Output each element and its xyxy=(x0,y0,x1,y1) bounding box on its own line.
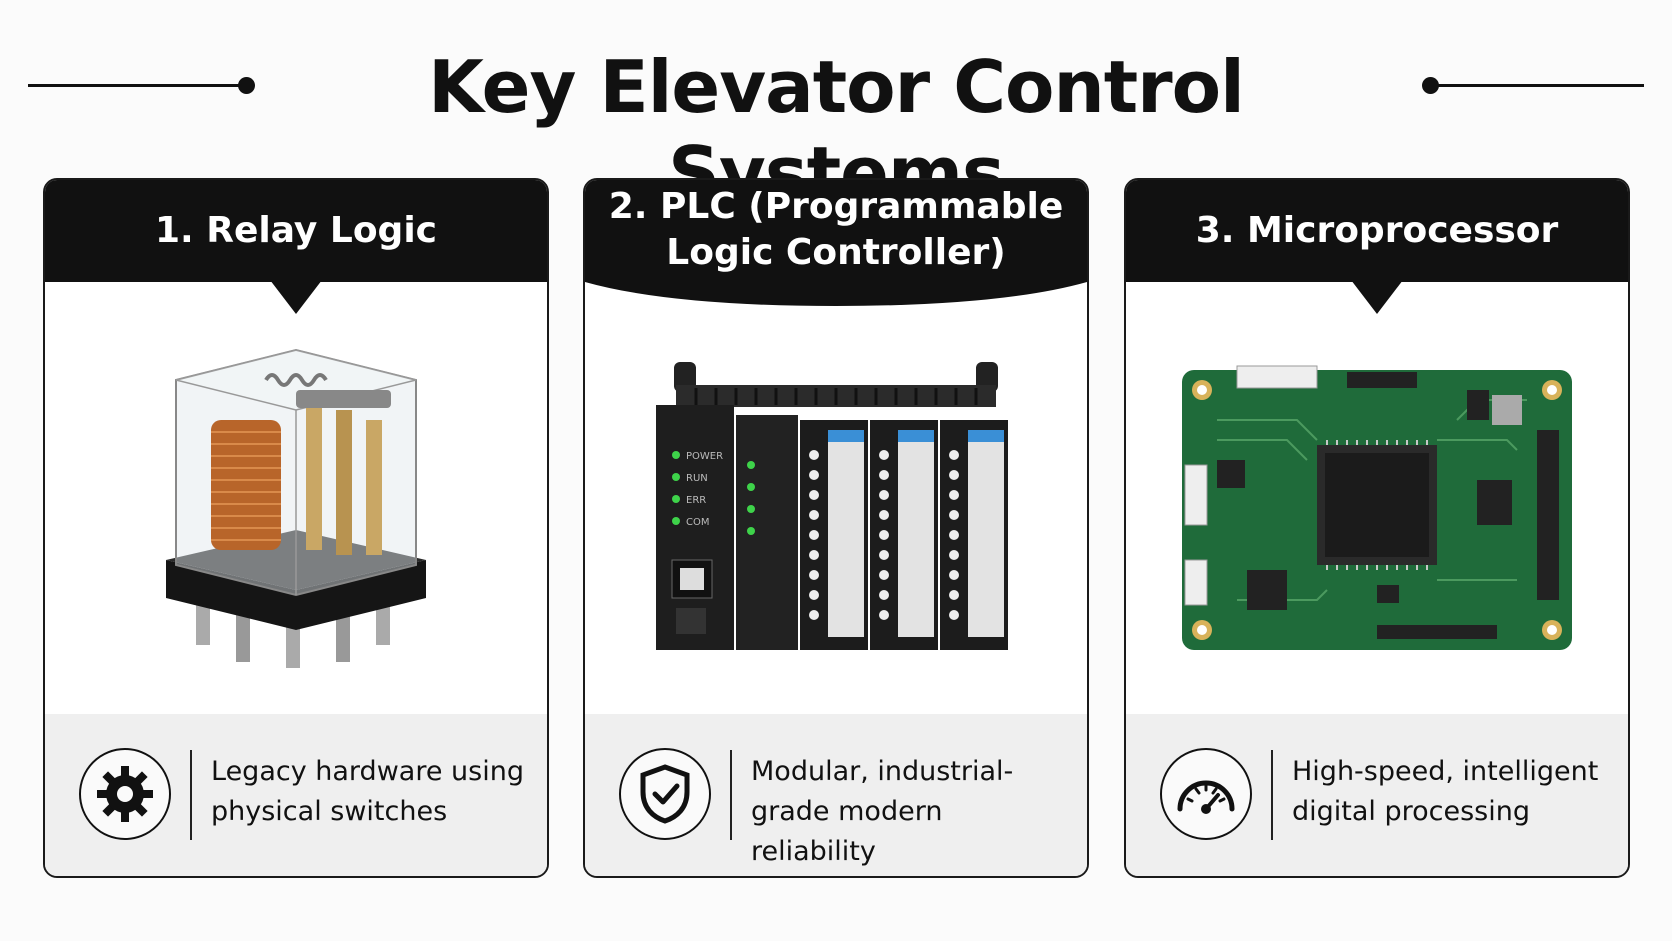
relay-image xyxy=(45,310,547,710)
card-footer: Modular, industrial-grade modern reliabi… xyxy=(585,714,1087,876)
card-title: 2. PLC (Programmable Logic Controller) xyxy=(608,186,1064,273)
plc-led-label: COM xyxy=(686,517,709,528)
card-footer: High-speed, intelligent digital processi… xyxy=(1126,714,1628,876)
card-title: 3. Microprocessor xyxy=(1195,210,1559,251)
card-header: 3. Microprocessor xyxy=(1126,180,1628,282)
footer-divider xyxy=(730,750,732,840)
card-relay-logic: 1. Relay Logic xyxy=(43,178,549,878)
plc-led-label: POWER xyxy=(686,451,723,462)
plc-image: POWER RUN ERR COM xyxy=(585,310,1087,710)
card-plc: 2. PLC (Programmable Logic Controller) xyxy=(583,178,1089,878)
footer-divider xyxy=(1271,750,1273,840)
card-header: 2. PLC (Programmable Logic Controller) xyxy=(585,180,1087,280)
title-dot-right xyxy=(1422,77,1439,94)
plc-led-label: RUN xyxy=(686,473,708,484)
shield-check-icon xyxy=(619,748,711,840)
title-line-left xyxy=(28,84,243,87)
title-dot-left xyxy=(238,77,255,94)
card-description: High-speed, intelligent digital processi… xyxy=(1292,756,1599,827)
circuit-board-image xyxy=(1126,310,1628,710)
header-curve xyxy=(585,276,1087,306)
card-microprocessor: 3. Microprocessor xyxy=(1124,178,1630,878)
speedometer-icon xyxy=(1160,748,1252,840)
card-description: Modular, industrial-grade modern reliabi… xyxy=(751,756,1014,867)
header-pointer xyxy=(270,280,322,314)
plc-led-label: ERR xyxy=(686,495,706,506)
title-row: Key Elevator Control Systems xyxy=(0,30,1672,215)
header-pointer xyxy=(1351,280,1403,314)
card-footer: Legacy hardware using physical switches xyxy=(45,714,547,876)
title-line-right xyxy=(1432,84,1644,87)
page-title: Key Elevator Control Systems xyxy=(428,45,1245,215)
card-title: 1. Relay Logic xyxy=(154,210,438,251)
card-header: 1. Relay Logic xyxy=(45,180,547,282)
gear-icon xyxy=(79,748,171,840)
footer-divider xyxy=(190,750,192,840)
card-description: Legacy hardware using physical switches xyxy=(211,756,524,827)
